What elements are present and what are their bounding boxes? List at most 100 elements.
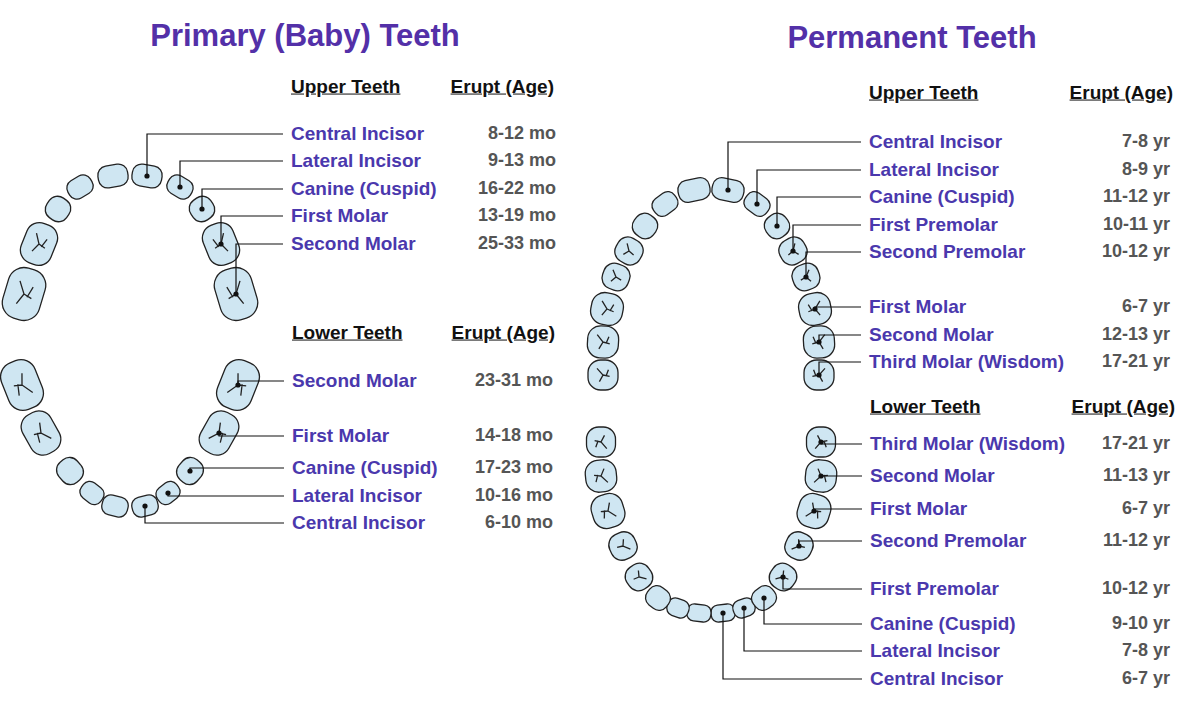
tooth-name: Central Incisor bbox=[870, 669, 1003, 690]
leader-dot bbox=[233, 291, 238, 296]
leader-line bbox=[815, 307, 861, 309]
dental-arch-half bbox=[0, 163, 130, 325]
tooth-shape bbox=[588, 290, 626, 328]
leader-line bbox=[147, 134, 283, 176]
column-header: Erupt (Age) bbox=[1072, 397, 1175, 418]
eruption-age: 6-7 yr bbox=[1122, 297, 1170, 317]
eruption-age: 23-31 mo bbox=[475, 371, 553, 391]
tooth-shape bbox=[605, 528, 641, 564]
tooth-name: First Molar bbox=[291, 206, 388, 227]
leader-line bbox=[238, 381, 284, 385]
leader-dot bbox=[177, 184, 182, 189]
leader-line bbox=[793, 225, 861, 251]
heading: Permanent Teeth bbox=[787, 21, 1036, 55]
leader-dot bbox=[818, 473, 823, 478]
tooth-name: Second Premolar bbox=[870, 531, 1026, 552]
leader-dot bbox=[144, 173, 149, 178]
eruption-age: 16-22 mo bbox=[478, 179, 556, 199]
eruption-age: 11-12 yr bbox=[1103, 531, 1170, 551]
leader-dot bbox=[812, 306, 817, 311]
tooth-shape bbox=[0, 355, 48, 415]
tooth-shape bbox=[41, 192, 74, 225]
tooth-shape bbox=[100, 493, 130, 519]
leader-line bbox=[777, 197, 861, 226]
eruption-age: 10-11 yr bbox=[1103, 215, 1170, 235]
tooth-shape bbox=[587, 325, 620, 359]
eruption-age: 17-21 yr bbox=[1102, 434, 1170, 454]
dental-arch-half bbox=[0, 355, 130, 519]
tooth-name: Lateral Incisor bbox=[870, 641, 1000, 662]
eruption-age: 13-19 mo bbox=[478, 206, 556, 226]
column-header: Lower Teeth bbox=[292, 323, 403, 344]
leader-line bbox=[806, 252, 861, 277]
leader-dot bbox=[165, 490, 170, 495]
leader-line bbox=[821, 442, 862, 444]
leader-dot bbox=[199, 206, 204, 211]
tooth-name: Lateral Incisor bbox=[292, 486, 422, 507]
leader-dot bbox=[818, 439, 823, 444]
tooth-name: Central Incisor bbox=[292, 513, 425, 534]
tooth-shape bbox=[781, 528, 817, 564]
tooth-shape bbox=[676, 176, 712, 204]
tooth-name: Third Molar (Wisdom) bbox=[870, 434, 1065, 455]
leader-dot bbox=[218, 241, 223, 246]
eruption-age: 9-13 mo bbox=[488, 151, 556, 171]
tooth-name: Lateral Incisor bbox=[291, 151, 421, 172]
leader-line bbox=[728, 142, 861, 190]
tooth-name: Second Molar bbox=[870, 466, 995, 487]
tooth-name: Third Molar (Wisdom) bbox=[869, 352, 1064, 373]
tooth-shape bbox=[16, 406, 65, 460]
tooth-shape bbox=[153, 478, 184, 508]
column-header: Erupt (Age) bbox=[1070, 83, 1173, 104]
dental-arch-half bbox=[710, 176, 835, 390]
leader-line bbox=[757, 170, 861, 204]
tooth-name: Lateral Incisor bbox=[869, 160, 999, 181]
tooth-shape bbox=[599, 260, 633, 294]
tooth-shape bbox=[212, 355, 264, 415]
leader-line bbox=[799, 541, 862, 546]
leader-dot bbox=[216, 430, 221, 435]
tooth-shape bbox=[77, 478, 108, 508]
eruption-age: 8-9 yr bbox=[1122, 160, 1170, 180]
leader-dot bbox=[761, 595, 766, 600]
tooth-shape bbox=[64, 172, 97, 203]
tooth-name: Central Incisor bbox=[869, 132, 1002, 153]
leader-line bbox=[190, 468, 284, 471]
tooth-shape bbox=[588, 490, 629, 532]
tooth-name: Second Molar bbox=[291, 234, 416, 255]
leader-dot bbox=[816, 372, 821, 377]
heading: Primary (Baby) Teeth bbox=[150, 19, 460, 53]
eruption-age: 11-12 yr bbox=[1103, 187, 1170, 207]
leader-dot bbox=[720, 610, 725, 615]
leader-line bbox=[236, 244, 283, 294]
tooth-shape bbox=[16, 219, 61, 270]
tooth-shape bbox=[584, 459, 618, 494]
eruption-age: 12-13 yr bbox=[1102, 325, 1170, 345]
dental-arch-half bbox=[584, 427, 712, 623]
tooth-name: First Premolar bbox=[869, 215, 998, 236]
column-header: Upper Teeth bbox=[291, 77, 400, 98]
leader-line bbox=[744, 608, 862, 651]
tooth-name: Canine (Cuspid) bbox=[869, 187, 1015, 208]
tooth-name: First Molar bbox=[869, 297, 966, 318]
tooth-name: Canine (Cuspid) bbox=[291, 179, 437, 200]
leader-dot bbox=[235, 382, 240, 387]
leader-line bbox=[180, 161, 283, 187]
tooth-name: First Premolar bbox=[870, 579, 999, 600]
leader-line bbox=[819, 362, 861, 375]
tooth-shape bbox=[796, 290, 834, 328]
leader-dot bbox=[187, 468, 192, 473]
eruption-age: 11-13 yr bbox=[1103, 466, 1170, 486]
tooth-shape bbox=[621, 559, 657, 595]
tooth-shape bbox=[588, 360, 618, 390]
tooth-shape bbox=[686, 603, 712, 623]
column-header: Upper Teeth bbox=[869, 83, 978, 104]
tooth-name: Second Premolar bbox=[869, 242, 1025, 263]
column-header: Erupt (Age) bbox=[451, 77, 554, 98]
tooth-name: Canine (Cuspid) bbox=[870, 614, 1016, 635]
leader-line bbox=[764, 598, 862, 624]
leader-line bbox=[783, 577, 862, 589]
leader-dot bbox=[803, 274, 808, 279]
tooth-name: Canine (Cuspid) bbox=[292, 458, 438, 479]
